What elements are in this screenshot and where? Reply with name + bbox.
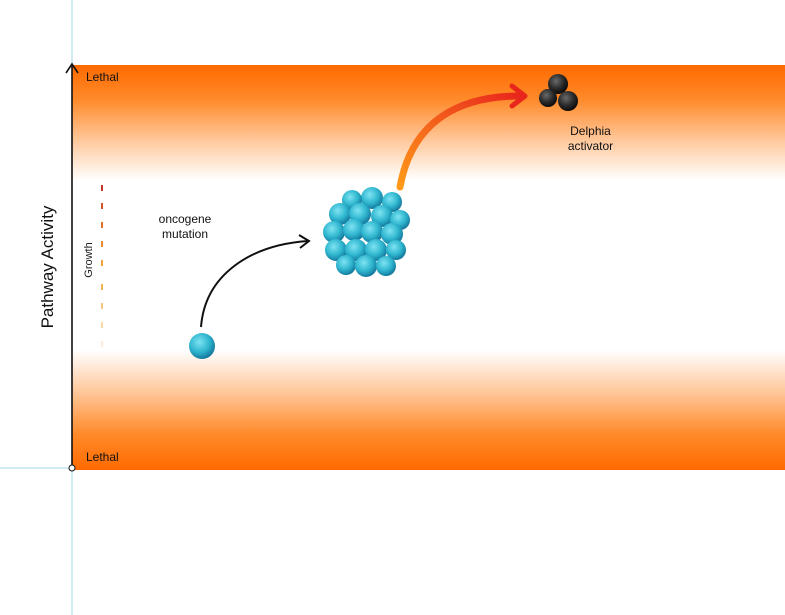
mutation-label: oncogene mutation <box>140 212 230 242</box>
mutation-label-line2: mutation <box>161 227 209 241</box>
lethal-band-top <box>72 65 785 180</box>
cell-cluster <box>323 187 410 277</box>
activator-label: Delphia activator <box>553 124 628 154</box>
activator-label-line2: activator <box>567 139 614 153</box>
activator-arrow <box>396 83 528 191</box>
single-cell <box>189 333 215 359</box>
y-axis <box>65 62 79 472</box>
mutation-label-line1: oncogene <box>158 212 212 226</box>
y-axis-title: Pathway Activity <box>38 205 57 329</box>
lethal-label-top: Lethal <box>86 70 119 84</box>
activator-molecule <box>539 74 578 111</box>
lethal-label-bottom: Lethal <box>86 450 119 464</box>
mutation-arrow <box>200 234 311 328</box>
growth-label: Growth <box>83 242 95 278</box>
activator-label-line1: Delphia <box>570 124 611 138</box>
lethal-band-bottom <box>72 350 785 470</box>
